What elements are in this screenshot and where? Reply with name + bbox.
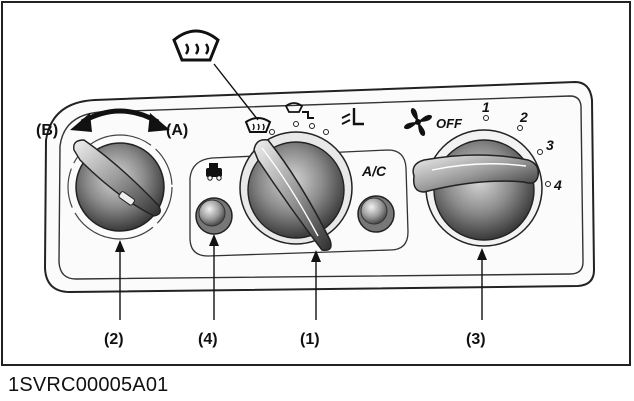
feet-vent-icon <box>341 108 364 126</box>
temp-label-b: (B) <box>36 122 58 139</box>
callout-1: (1) <box>300 331 320 348</box>
leader-lines <box>119 236 483 320</box>
fan-speed-4: 4 <box>553 177 562 193</box>
fan-icon <box>404 108 432 136</box>
defroster-icon <box>172 29 259 121</box>
fan-speed-dial[interactable] <box>412 129 543 247</box>
ac-label: A/C <box>361 163 387 179</box>
temp-label-a: (A) <box>166 122 188 139</box>
fan-speed-1: 1 <box>482 99 490 115</box>
face-feet-vent-icon <box>284 102 314 119</box>
temperature-dial[interactable] <box>67 134 173 240</box>
fan-off-label: OFF <box>436 116 463 131</box>
recirculation-car-icon <box>206 163 222 181</box>
mode-dial[interactable] <box>239 131 353 252</box>
temp-direction-arrow-icon <box>70 108 170 132</box>
callout-2: (2) <box>104 331 124 348</box>
leader-arrowheads <box>115 234 487 262</box>
ac-button[interactable] <box>357 195 395 233</box>
fan-detents <box>483 115 551 187</box>
fan-speed-2: 2 <box>519 109 528 125</box>
callout-4: (4) <box>198 331 218 348</box>
callout-3: (3) <box>466 331 486 348</box>
figure-code: 1SVRC00005A01 <box>8 374 169 396</box>
defroster-small-icon <box>244 117 272 133</box>
mode-detents <box>269 121 329 135</box>
fan-speed-3: 3 <box>546 137 554 153</box>
recirculation-button[interactable] <box>195 197 233 235</box>
